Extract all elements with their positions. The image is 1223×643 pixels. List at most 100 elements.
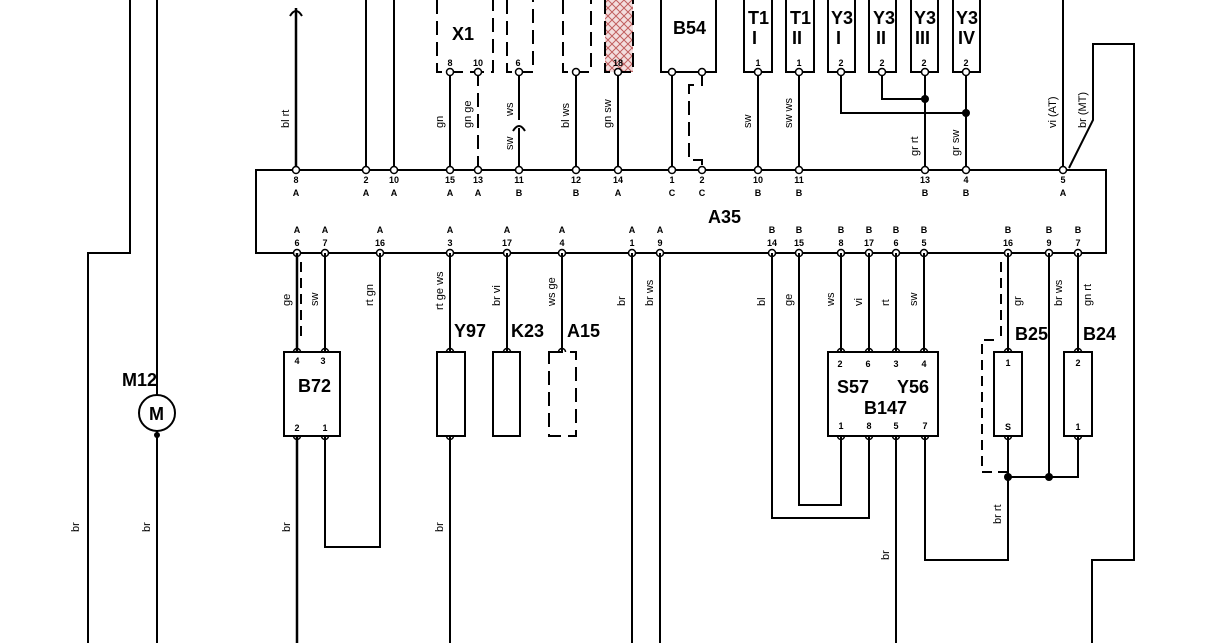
terminal-top-4 (473, 165, 483, 175)
svg-text:bl rt: bl rt (280, 110, 292, 128)
svg-text:1: 1 (1075, 422, 1080, 432)
top-pin-connector: B (573, 188, 580, 198)
svg-text:I: I (752, 28, 757, 48)
component-terminal (920, 67, 930, 77)
svg-text:S: S (1005, 422, 1011, 432)
bottom-pin-number: 4 (559, 238, 564, 248)
component-terminal (961, 67, 971, 77)
component-terminal (571, 67, 581, 77)
terminal-top-5 (514, 165, 524, 175)
svg-text:gn ge: gn ge (462, 100, 474, 128)
connector-dashed-3: 6 (506, 0, 534, 73)
k23-label: K23 (511, 321, 544, 341)
svg-text:1: 1 (838, 421, 843, 431)
bottom-wires (295, 253, 1079, 643)
svg-text:rt gn: rt gn (364, 284, 376, 306)
top-pin-connector: A (615, 188, 622, 198)
bottom-pin-number: 7 (322, 238, 327, 248)
svg-text:4: 4 (294, 356, 299, 366)
component-terminal (753, 67, 763, 77)
svg-text:sw: sw (309, 293, 321, 307)
top-pin-number: 1 (669, 175, 674, 185)
motor-symbol: M (149, 404, 164, 424)
svg-text:ge: ge (281, 294, 293, 306)
top-pin-number: 4 (963, 175, 968, 185)
svg-text:1: 1 (322, 423, 327, 433)
svg-text:br: br (434, 522, 446, 532)
terminal-top-9 (697, 165, 707, 175)
connector-dashed-4 (562, 0, 592, 73)
svg-text:2: 2 (921, 58, 926, 68)
top-wires (289, 0, 1135, 643)
top-pin-number: 11 (514, 175, 524, 185)
top-pin-connector: A (1060, 188, 1067, 198)
svg-text:br: br (281, 522, 293, 532)
valve-y97: Y97 (436, 321, 486, 437)
component-y3-i: Y3 I 2 (827, 0, 856, 73)
svg-text:sw: sw (504, 137, 516, 151)
svg-text:Y3: Y3 (914, 8, 936, 28)
svg-text:br vi: br vi (491, 285, 503, 306)
svg-text:2: 2 (963, 58, 968, 68)
terminal-top-7 (613, 165, 623, 175)
component-t1-ii: T1 II 1 (785, 0, 815, 73)
svg-text:br ws: br ws (644, 279, 656, 306)
terminal-top-1 (361, 165, 371, 175)
top-pin-number: 2 (363, 175, 368, 185)
svg-text:gn: gn (434, 116, 446, 128)
svg-text:vi: vi (853, 298, 865, 306)
b54-label: B54 (673, 18, 706, 38)
bottom-pin-connector: A (504, 225, 511, 235)
svg-text:br: br (880, 550, 892, 560)
svg-text:18: 18 (613, 58, 623, 68)
top-pin-connector: A (293, 188, 300, 198)
terminal-top-2 (389, 165, 399, 175)
svg-text:3: 3 (893, 359, 898, 369)
svg-text:gr: gr (1012, 296, 1024, 306)
bottom-pin-connector: A (377, 225, 384, 235)
b25-label: B25 (1015, 324, 1048, 344)
top-pin-connector: B (922, 188, 929, 198)
top-pin-connector: C (699, 188, 706, 198)
bottom-pin-number: 15 (794, 238, 804, 248)
bottom-pin-connector: B (796, 225, 803, 235)
svg-text:rt: rt (880, 299, 892, 306)
svg-text:8: 8 (866, 421, 871, 431)
svg-text:br: br (70, 522, 82, 532)
control-unit-a35: A35 (255, 169, 1107, 254)
top-pin-connector: A (447, 188, 454, 198)
component-t1-i: T1 I 1 (743, 0, 773, 73)
svg-text:1: 1 (796, 58, 801, 68)
terminal-top-13 (961, 165, 971, 175)
svg-text:br (MT): br (MT) (1077, 92, 1089, 128)
top-pin-number: 15 (445, 175, 455, 185)
svg-text:8: 8 (447, 58, 452, 68)
svg-text:2: 2 (837, 359, 842, 369)
svg-text:II: II (876, 28, 886, 48)
top-pin-connector: A (391, 188, 398, 198)
bottom-pin-connector: B (769, 225, 776, 235)
bottom-pin-number: 9 (1046, 238, 1051, 248)
component-terminal (473, 67, 483, 77)
top-pin-number: 12 (571, 175, 581, 185)
sensor-b72: B72 4 3 2 1 (283, 351, 341, 437)
top-pin-number: 8 (293, 175, 298, 185)
bottom-pin-connector: A (447, 225, 454, 235)
bottom-pin-connector: B (893, 225, 900, 235)
y56-label: Y56 (897, 377, 929, 397)
svg-text:vi (AT): vi (AT) (1047, 96, 1059, 128)
bottom-pin-connector: A (322, 225, 329, 235)
svg-text:6: 6 (865, 359, 870, 369)
terminal-top-6 (571, 165, 581, 175)
component-terminal (877, 67, 887, 77)
svg-text:4: 4 (921, 359, 926, 369)
motor-m12: M M12 (122, 370, 176, 432)
svg-text:6: 6 (515, 58, 520, 68)
module-a15: A15 (548, 321, 600, 437)
component-terminal (794, 67, 804, 77)
svg-text:br ws: br ws (1053, 279, 1065, 306)
lower-wire-labels: br br br br br br rt (70, 504, 1004, 560)
terminal-top-0 (291, 165, 301, 175)
bottom-pin-number: 17 (502, 238, 512, 248)
bottom-pin-number: 16 (375, 238, 385, 248)
